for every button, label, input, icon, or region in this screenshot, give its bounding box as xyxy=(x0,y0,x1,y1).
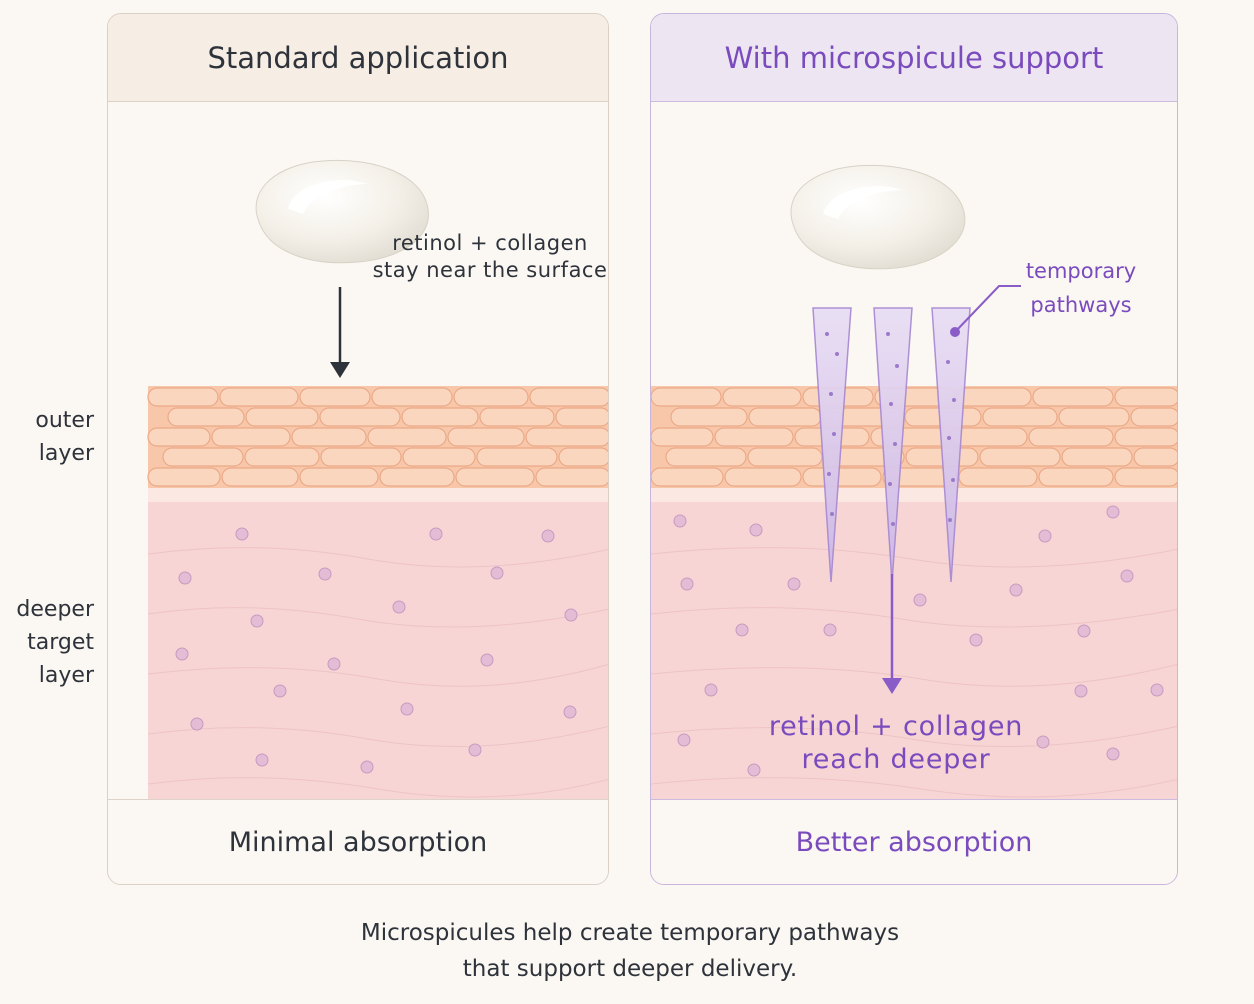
deep-delivery-label: retinol + collagen reach deeper xyxy=(768,711,1024,775)
temporary-pathways-label: temporary pathways xyxy=(1025,259,1137,317)
standard-application-title: Standard application xyxy=(108,14,608,102)
deep-delivery-arrow-icon xyxy=(882,574,902,694)
cream-dollop-icon xyxy=(255,159,429,264)
downward-arrow-icon xyxy=(330,287,350,378)
deep-layer-molecules xyxy=(175,527,578,774)
fiber-lines xyxy=(651,547,1177,798)
outer-layer-cells xyxy=(651,387,1177,487)
better-absorption-label: Better absorption xyxy=(651,799,1177,884)
deeper-skin-layer xyxy=(148,501,608,801)
microspicule-skin-scene xyxy=(651,164,1177,801)
cream-dollop-icon xyxy=(790,164,966,270)
deeper-skin-layer xyxy=(651,501,1177,801)
standard-application-panel: Standard application retinol + collagen … xyxy=(107,13,609,885)
outer-layer-label: outer layer xyxy=(35,408,94,466)
outer-layer-cells xyxy=(147,387,608,487)
deep-layer-molecules xyxy=(673,505,1164,777)
pathways-leader-line xyxy=(950,285,1021,337)
surface-retention-label: retinol + collagen stay near the surface xyxy=(372,231,608,282)
skin-membrane xyxy=(651,486,1177,502)
fiber-lines xyxy=(147,547,608,798)
deeper-target-layer-label: deeper target layer xyxy=(16,597,94,688)
diagram-caption: Microspicules help create temporary path… xyxy=(360,920,900,982)
standard-skin-scene xyxy=(147,159,608,801)
microspicule-support-title: With microspicule support xyxy=(651,14,1177,102)
microspicule-channels xyxy=(812,307,971,583)
skin-membrane xyxy=(148,486,608,502)
microspicule-support-panel: With microspicule support temporary path… xyxy=(650,13,1178,885)
minimal-absorption-label: Minimal absorption xyxy=(108,799,608,884)
